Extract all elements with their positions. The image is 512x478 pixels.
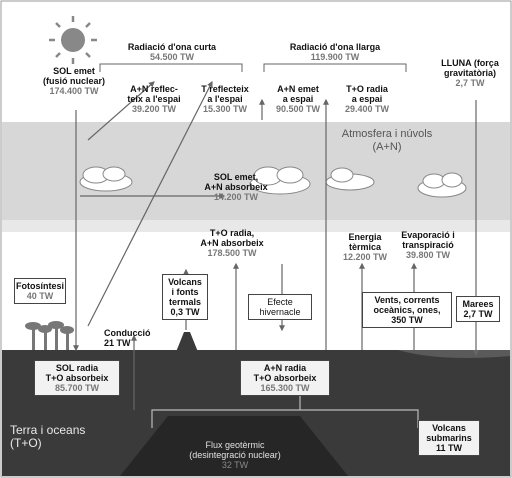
volcanoes-value: 0,3 TW [170,307,200,317]
long-wave-value: 119.900 TW [310,52,360,62]
thermal-label: Energia tèrmica 12.200 TW [340,232,390,262]
photosynthesis-box: Fotosíntesi 40 TW [14,278,66,304]
an-reflect-value: 39.200 TW [131,104,177,114]
to-radiate-an-label: T+O radia, A+N absorbeix 178.500 TW [186,228,278,258]
earth-title: Terra i oceans (T+O) [10,423,86,450]
an-emit-space-title: A+N emet a espai [277,84,319,104]
sun-label: SOL emet (fusió nuclear) 174.400 TW [28,66,120,96]
sun-to-absorb-value: 85.700 TW [54,383,100,393]
ocean-surface [398,350,510,358]
tides-title: Marees [462,299,494,309]
evaporation-label: Evaporació i transpiració 39.800 TW [392,230,464,260]
plant-icon [25,321,74,350]
sun-title: SOL emet (fusió nuclear) [42,66,105,86]
an-emit-space-value: 90.500 TW [275,104,321,114]
cloud-icon [325,167,375,191]
conduction-title: Conducció [104,328,151,338]
sun-an-absorb-title: SOL emet, A+N absorbeix [204,172,268,192]
greenhouse-box: Efecte hivernacle [248,294,312,320]
to-radiate-an-value: 178.500 TW [207,248,257,258]
to-reflect-title: T reflecteix a l'espai [201,84,249,104]
earth-label: Terra i oceans (T+O) [10,424,120,450]
volcanoes-title: Volcans i fonts termals [168,277,202,307]
winds-box: Vents, corrents oceànics, ones, 350 TW [362,292,452,328]
moon-icon [464,22,484,51]
flow-arrows [59,80,479,410]
short-wave-title: Radiació d'ona curta [127,42,217,52]
cloud-icon [249,166,311,195]
photosynthesis-title: Fotosíntesi [16,281,65,291]
volcano-shape [176,332,198,352]
submarine-title: Volcans submarins [426,423,472,443]
short-wave-value: 54.500 TW [149,52,195,62]
an-reflect-label: A+N reflec- teix a l'espai 39.200 TW [118,84,190,114]
to-radiate-space-value: 29.400 TW [344,104,390,114]
winds-value: 350 TW [391,315,423,325]
geothermal-title: Flux geotèrmic (desintegració nuclear) [189,440,281,460]
an-radiate-to-value: 165.300 TW [260,383,310,393]
earth-core [120,416,348,476]
an-radiate-to-box: A+N radia T+O absorbeix 165.300 TW [240,360,330,396]
an-reflect-title: A+N reflec- teix a l'espai [127,84,181,104]
submarine-box: Volcans submarins 11 TW [418,420,480,456]
short-wave-bracket [99,63,243,72]
winds-title: Vents, corrents oceànics, ones, [373,295,441,315]
cloud-icon [417,172,467,198]
evaporation-value: 39.800 TW [405,250,451,260]
evaporation-title: Evaporació i transpiració [401,230,455,250]
sun-value: 174.400 TW [49,86,99,96]
thermal-title: Energia tèrmica [348,232,382,252]
sun-an-absorb-label: SOL emet, A+N absorbeix 14.200 TW [196,172,276,202]
atmosphere-label: Atmosfera i núvols (A+N) [332,128,442,154]
photosynthesis-value: 40 TW [26,291,54,301]
submarine-value: 11 TW [435,443,462,453]
tides-box: Marees 2,7 TW [456,296,500,322]
an-emit-space-label: A+N emet a espai 90.500 TW [268,84,328,114]
long-wave-title: Radiació d'ona llarga [289,42,381,52]
sun-to-absorb-box: SOL radia T+O absorbeix 85.700 TW [34,360,120,396]
moon-label: LLUNA (força gravitatòria) 2,7 TW [430,58,510,88]
sun-an-absorb-value: 14.200 TW [213,192,259,202]
sun-to-absorb-title: SOL radia T+O absorbeix [45,363,109,383]
to-reflect-label: T reflecteix a l'espai 15.300 TW [192,84,258,114]
moon-value: 2,7 TW [455,78,485,88]
atmosphere-fade [2,220,510,232]
geothermal-label: Flux geotèrmic (desintegració nuclear) 3… [162,440,308,470]
an-radiate-to-title: A+N radia T+O absorbeix [253,363,317,383]
to-radiate-space-label: T+O radia a espai 29.400 TW [334,84,400,114]
conduction-value: 21 TW [104,338,131,348]
geothermal-flow [151,409,419,428]
to-reflect-value: 15.300 TW [202,104,248,114]
greenhouse-title: Efecte hivernacle [259,297,301,317]
to-radiate-an-title: T+O radia, A+N absorbeix [200,228,264,248]
thermal-value: 12.200 TW [342,252,388,262]
geothermal-value: 32 TW [221,460,249,470]
long-wave-label: Radiació d'ona llarga 119.900 TW [272,42,398,62]
conduction-label: Conducció 21 TW [104,328,162,348]
cloud-icon [79,166,133,192]
short-wave-label: Radiació d'ona curta 54.500 TW [110,42,234,62]
tides-value: 2,7 TW [463,309,493,319]
atmosphere-title: Atmosfera i núvols (A+N) [341,128,433,153]
long-wave-bracket [263,63,407,72]
to-radiate-space-title: T+O radia a espai [346,84,388,104]
sun-icon [49,16,97,64]
moon-title: LLUNA (força gravitatòria) [441,58,499,78]
volcanoes-box: Volcans i fonts termals 0,3 TW [162,274,208,320]
